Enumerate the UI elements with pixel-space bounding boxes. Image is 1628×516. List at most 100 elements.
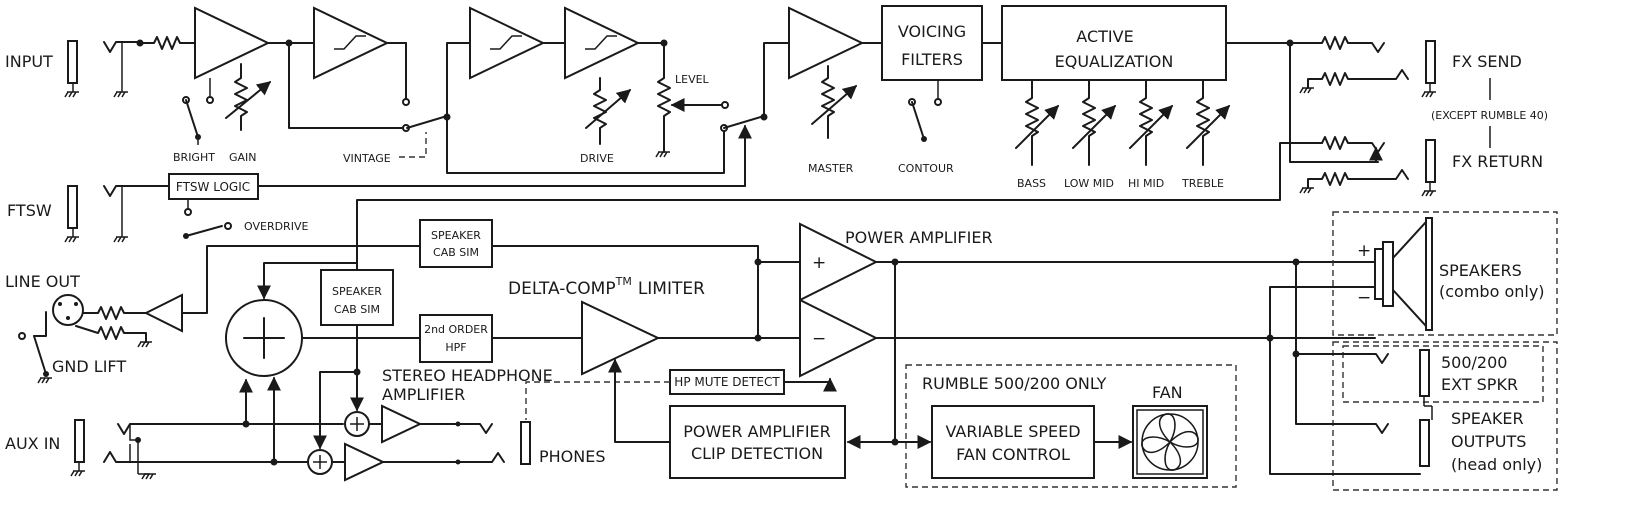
fx-send-jack	[1425, 40, 1436, 84]
master-triangle	[788, 6, 865, 80]
ftsw-section: FTSW FTSW LOGIC OVERDRIVE	[7, 173, 746, 243]
aux-in-label: AUX IN	[5, 434, 60, 453]
power-amp-negative	[799, 298, 879, 378]
cab-sim-top-label-2: CAB SIM	[433, 246, 479, 259]
ftsw-logic-label: FTSW LOGIC	[176, 180, 250, 194]
fan-label: FAN	[1152, 383, 1183, 402]
bass-pot[interactable]	[1015, 79, 1059, 166]
eq-label-1: ACTIVE	[1076, 27, 1133, 46]
speaker-plus: +	[1357, 241, 1371, 261]
limiter-suffix: LIMITER	[638, 279, 705, 299]
speaker-outputs-label-1: SPEAKER	[1451, 409, 1524, 428]
drive-section: DRIVE LEVEL	[446, 6, 768, 187]
hp-amp-label-2: AMPLIFIER	[382, 385, 465, 404]
ext-spkr-label-1: 500/200	[1441, 353, 1507, 372]
vintage-label: VINTAGE	[343, 152, 391, 165]
vintage-switch[interactable]	[406, 115, 448, 129]
cab-sim-top-label-1: SPEAKER	[431, 229, 481, 242]
speakers-label-2: (combo only)	[1439, 282, 1545, 301]
limiter-name: DELTA-COMP	[508, 279, 616, 299]
speaker-outputs-label-3: (head only)	[1451, 455, 1542, 474]
voicing-filters-block	[881, 5, 983, 81]
speaker-minus: −	[1357, 288, 1371, 308]
clip-label-1: POWER AMPLIFIER	[683, 422, 831, 441]
hi-mid-pot[interactable]	[1129, 79, 1173, 166]
gnd-lift-switch[interactable]	[33, 335, 47, 375]
cab-sim-top	[419, 219, 493, 268]
fx-return-label: FX RETURN	[1452, 152, 1543, 171]
master-label: MASTER	[808, 162, 854, 175]
low-mid-pot[interactable]	[1072, 79, 1116, 166]
fx-send-label: FX SEND	[1452, 52, 1522, 71]
line-out-section: LINE OUT GND LIFT SPEAKER CAB SIM SPEAKE…	[5, 219, 759, 384]
fx-return-jack	[1425, 139, 1436, 183]
phones-jack	[520, 421, 531, 465]
limiter-triangle	[581, 300, 661, 376]
input-resistor	[139, 36, 196, 50]
master-pot[interactable]	[821, 65, 835, 139]
bass-label: BASS	[1017, 177, 1046, 190]
power-amp-label: POWER AMPLIFIER	[845, 228, 993, 247]
speaker-section: + − SPEAKERS (combo only) 500/200 EXT SP…	[1266, 211, 1558, 491]
speakers-label-1: SPEAKERS	[1439, 261, 1522, 280]
rumble-only-label: RUMBLE 500/200 ONLY	[922, 374, 1107, 393]
treble-pot[interactable]	[1186, 79, 1230, 166]
active-eq-block	[1001, 5, 1227, 81]
bright-switch[interactable]	[185, 99, 199, 138]
power-amp-minus: −	[812, 329, 826, 349]
phones-label: PHONES	[539, 447, 606, 466]
limiter-label: DELTA-COMPTM LIMITER	[508, 275, 705, 299]
line-out-buffer	[143, 293, 183, 333]
hpf-block	[419, 314, 493, 363]
overdrive-select-switch[interactable]	[723, 115, 765, 129]
drive-label: DRIVE	[580, 152, 614, 165]
head-only-box	[1332, 341, 1558, 491]
low-mid-label: LOW MID	[1064, 177, 1114, 190]
master-eq-section: MASTER VOICING FILTERS CONTOUR ACTIVE EQ…	[763, 5, 1230, 190]
overdrive-switch[interactable]	[185, 225, 223, 237]
aux-in-jack	[74, 419, 85, 463]
gain-pot[interactable]	[234, 63, 248, 131]
rumble-only-box	[905, 364, 1237, 488]
bright-label: BRIGHT	[173, 151, 215, 164]
line-out-label: LINE OUT	[5, 272, 80, 291]
gain-label: GAIN	[229, 151, 257, 164]
clip-detection-block	[669, 405, 846, 479]
ext-spkr-box	[1342, 345, 1544, 403]
combo-only-box	[1332, 211, 1558, 336]
fan-control-block	[931, 405, 1095, 479]
fx-send-resistor	[1289, 36, 1385, 53]
drive-pot[interactable]	[593, 77, 607, 145]
fan-section: RUMBLE 500/200 ONLY VARIABLE SPEED FAN C…	[905, 364, 1237, 488]
ftsw-logic-block	[168, 173, 259, 200]
treble-label: TREBLE	[1181, 177, 1224, 190]
voicing-label-1: VOICING	[898, 22, 966, 41]
level-pot[interactable]	[657, 42, 671, 153]
fx-note: (EXCEPT RUMBLE 40)	[1431, 109, 1548, 122]
eq-label-2: EQUALIZATION	[1055, 52, 1174, 71]
limiter-tm: TM	[615, 275, 632, 288]
ext-spkr-label-2: EXT SPKR	[1441, 375, 1518, 394]
input-section: INPUT BRIGHT GAIN VINTAGE	[5, 6, 451, 165]
ftsw-jack	[67, 185, 78, 229]
contour-switch[interactable]	[911, 101, 925, 140]
cab-sim-mid-label-2: CAB SIM	[334, 303, 380, 316]
ext-spkr-jack	[1419, 349, 1430, 397]
input-label: INPUT	[5, 52, 53, 71]
fx-loop-section: FX SEND (EXCEPT RUMBLE 40) FX RETURN	[356, 36, 1548, 248]
fan-control-label-1: VARIABLE SPEED	[945, 422, 1080, 441]
speaker-output-jack	[1419, 419, 1430, 467]
hp-amp-label-1: STEREO HEADPHONE	[382, 366, 553, 385]
aux-headphone-section: AUX IN PHONES	[5, 324, 606, 482]
clip-label-2: CLIP DETECTION	[691, 444, 823, 463]
speaker-cone	[1392, 219, 1427, 329]
speaker-magnet	[1382, 241, 1394, 307]
gnd-lift-label: GND LIFT	[52, 357, 126, 376]
ftsw-label: FTSW	[7, 201, 52, 220]
hi-mid-label: HI MID	[1128, 177, 1164, 190]
contour-label: CONTOUR	[898, 162, 954, 175]
voicing-label-2: FILTERS	[901, 50, 963, 69]
fan-control-label-2: FAN CONTROL	[956, 445, 1070, 464]
